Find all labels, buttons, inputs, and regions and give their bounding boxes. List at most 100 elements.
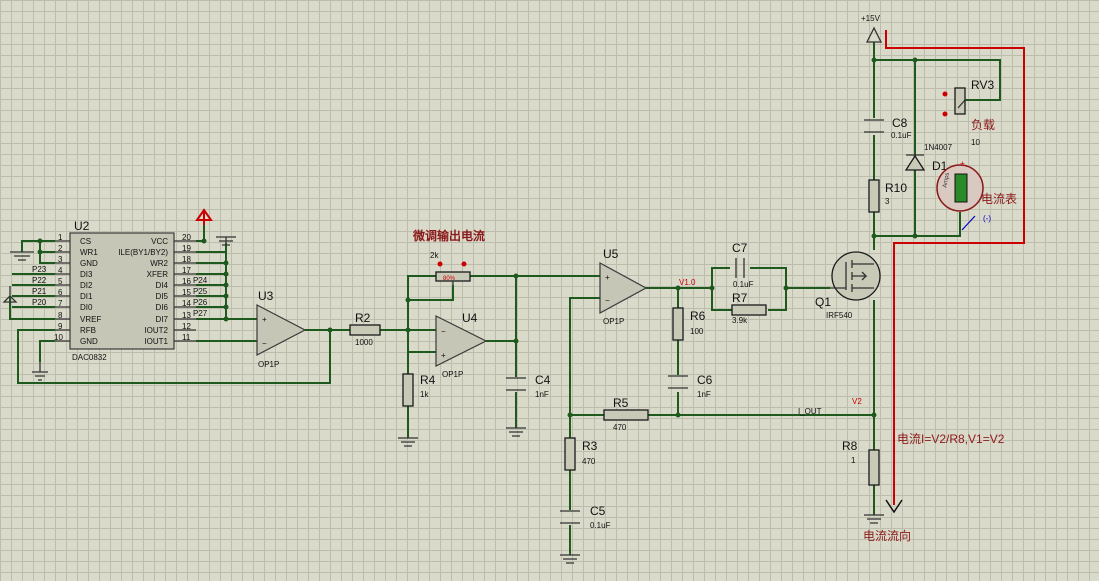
svg-text:9: 9 bbox=[58, 322, 63, 331]
resistor-r10[interactable]: R10 3 bbox=[868, 179, 907, 213]
svg-text:0.1uF: 0.1uF bbox=[733, 280, 754, 289]
rheostat-rv3[interactable]: RV3 负载 10 bbox=[942, 78, 996, 147]
net-v2-label: V2 bbox=[852, 397, 862, 406]
ground-icon bbox=[506, 427, 526, 437]
resistor-r8[interactable]: R8 1 bbox=[842, 439, 880, 486]
svg-text:−: − bbox=[605, 296, 610, 305]
svg-text:1nF: 1nF bbox=[697, 390, 711, 399]
svg-text:P20: P20 bbox=[32, 298, 47, 307]
mosfet-q1[interactable]: Q1 IRF540 bbox=[815, 251, 881, 320]
svg-text:3.9k: 3.9k bbox=[732, 316, 748, 325]
svg-text:C4: C4 bbox=[535, 373, 551, 387]
svg-text:10: 10 bbox=[54, 333, 63, 342]
svg-text:RV3: RV3 bbox=[971, 78, 994, 92]
junction-dots bbox=[37, 57, 918, 418]
net-i-out-label: I_OUT bbox=[798, 407, 822, 416]
svg-text:11: 11 bbox=[182, 333, 191, 342]
svg-text:DI6: DI6 bbox=[156, 303, 169, 312]
svg-text:P27: P27 bbox=[193, 309, 208, 318]
ground-icon bbox=[32, 362, 48, 381]
svg-text:P26: P26 bbox=[193, 298, 208, 307]
resistor-r6[interactable]: R6 100 bbox=[672, 307, 706, 341]
svg-text:WR1: WR1 bbox=[80, 248, 98, 257]
svg-text:+: + bbox=[262, 315, 267, 324]
u2-ref: U2 bbox=[74, 219, 90, 233]
svg-text:15: 15 bbox=[182, 288, 191, 297]
vref-arrow-icon bbox=[2, 286, 18, 303]
u2-right-pins: VCC ILE(BY1/BY2) WR2 XFER DI4 DI5 DI6 DI… bbox=[118, 237, 168, 346]
potentiometer-2k[interactable]: 80% 2k bbox=[430, 251, 471, 285]
capacitor-c4[interactable]: C4 1nF bbox=[506, 373, 551, 399]
svg-text:1k: 1k bbox=[420, 390, 429, 399]
resistor-r2[interactable]: R2 1000 bbox=[349, 311, 381, 347]
svg-text:−: − bbox=[262, 339, 267, 348]
svg-text:C6: C6 bbox=[697, 373, 713, 387]
svg-text:470: 470 bbox=[613, 423, 627, 432]
resistor-r3[interactable]: R3 470 bbox=[564, 437, 598, 471]
svg-text:D1: D1 bbox=[932, 159, 948, 173]
svg-text:2: 2 bbox=[58, 244, 63, 253]
u3-ref: U3 bbox=[258, 289, 274, 303]
svg-text:R3: R3 bbox=[582, 439, 598, 453]
svg-text:12: 12 bbox=[182, 322, 191, 331]
op-amp-u5[interactable]: +− U5 OP1P bbox=[599, 247, 648, 326]
svg-text:U4: U4 bbox=[462, 311, 478, 325]
u2-left-pins: CS WR1 GND DI3 DI2 DI1 DI0 VREF RFB GND bbox=[80, 237, 101, 346]
svg-text:R4: R4 bbox=[420, 373, 436, 387]
capacitor-c7[interactable]: C7 0.1uF bbox=[732, 241, 754, 289]
resistor-r4[interactable]: R4 1k bbox=[402, 373, 436, 407]
ammeter[interactable]: Amps + (-) 电流表 bbox=[936, 159, 1017, 231]
svg-text:C5: C5 bbox=[590, 504, 606, 518]
svg-text:CS: CS bbox=[80, 237, 91, 246]
ground-symbols bbox=[10, 236, 884, 564]
svg-text:VCC: VCC bbox=[151, 237, 168, 246]
svg-text:IOUT1: IOUT1 bbox=[144, 337, 168, 346]
svg-text:DI2: DI2 bbox=[80, 281, 93, 290]
svg-text:R2: R2 bbox=[355, 311, 371, 325]
svg-text:P22: P22 bbox=[32, 276, 47, 285]
svg-text:8: 8 bbox=[58, 311, 63, 320]
svg-text:R7: R7 bbox=[732, 291, 748, 305]
svg-text:P23: P23 bbox=[32, 265, 47, 274]
capacitor-c6[interactable]: C6 1nF bbox=[668, 373, 713, 399]
svg-text:1: 1 bbox=[851, 456, 856, 465]
svg-text:1nF: 1nF bbox=[535, 390, 549, 399]
svg-text:19: 19 bbox=[182, 244, 191, 253]
svg-text:U5: U5 bbox=[603, 247, 619, 261]
svg-text:GND: GND bbox=[80, 259, 98, 268]
diode-d1[interactable]: D1 1N4007 bbox=[904, 143, 953, 173]
power-15v: +15V bbox=[861, 14, 883, 43]
svg-text:DI7: DI7 bbox=[156, 315, 169, 324]
svg-text:+: + bbox=[960, 159, 965, 168]
resistor-r5[interactable]: R5 470 bbox=[603, 396, 649, 432]
svg-text:+: + bbox=[441, 351, 446, 360]
op-amp-u3[interactable]: +− U3 OP1P bbox=[256, 289, 307, 369]
dac0832-chip[interactable]: U2 DAC0832 CS WR1 GND DI3 DI2 DI1 DI0 VR… bbox=[32, 219, 208, 362]
red-power-terminal bbox=[195, 208, 213, 225]
op-amp-u4[interactable]: −+ U4 OP1P bbox=[435, 311, 488, 379]
svg-text:DI0: DI0 bbox=[80, 303, 93, 312]
svg-text:4: 4 bbox=[58, 266, 63, 275]
svg-text:1N4007: 1N4007 bbox=[924, 143, 953, 152]
capacitor-c5[interactable]: C5 0.1uF bbox=[560, 504, 611, 530]
ground-icon bbox=[560, 554, 580, 564]
svg-text:P21: P21 bbox=[32, 287, 47, 296]
ground-icon bbox=[864, 514, 884, 524]
current-flow-arrow bbox=[885, 30, 1025, 514]
svg-text:13: 13 bbox=[182, 311, 191, 320]
u2-right-pin-numbers: 20 19 18 17 16 15 14 13 12 11 bbox=[182, 233, 191, 342]
svg-text:XFER: XFER bbox=[147, 270, 169, 279]
svg-text:R5: R5 bbox=[613, 396, 629, 410]
u2-left-pin-numbers: 1 2 3 4 5 6 7 8 9 10 bbox=[54, 233, 63, 342]
svg-text:1: 1 bbox=[58, 233, 63, 242]
svg-text:DI3: DI3 bbox=[80, 270, 93, 279]
svg-text:2k: 2k bbox=[430, 251, 439, 260]
svg-text:IOUT2: IOUT2 bbox=[144, 326, 168, 335]
svg-text:7: 7 bbox=[58, 299, 63, 308]
resistor-r7[interactable]: R7 3.9k bbox=[731, 291, 767, 325]
svg-text:3: 3 bbox=[58, 255, 63, 264]
svg-text:OP1P: OP1P bbox=[442, 370, 463, 379]
capacitor-c8[interactable]: C8 0.1uF bbox=[864, 116, 912, 140]
